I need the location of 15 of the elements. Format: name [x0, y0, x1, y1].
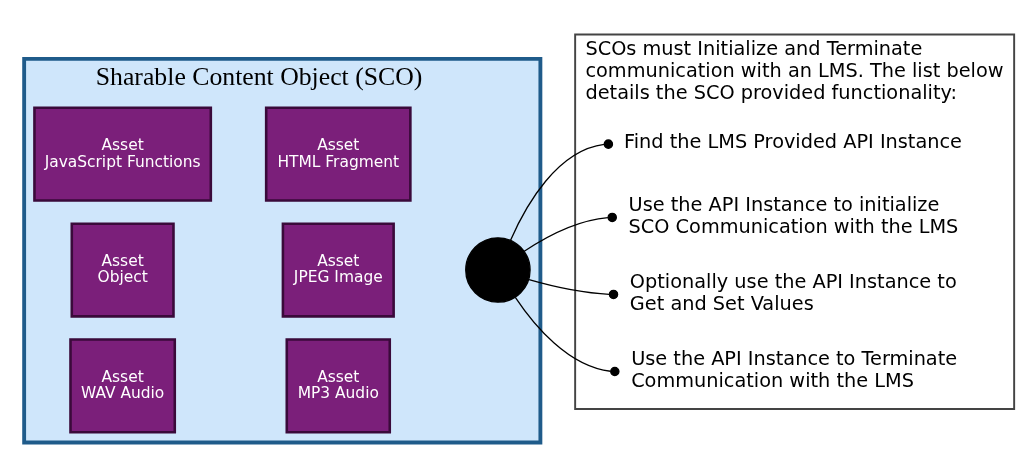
connector: [523, 212, 617, 252]
node-circle: [465, 236, 531, 303]
node-text: Use the API Instance to initialize SCO Communication with the LMS: [628, 192, 959, 238]
node-text: Use the API Instance to Terminate Communication with the LMS: [631, 346, 958, 392]
node-text: Optionally use the API Instance to Get and Set Values: [629, 269, 957, 315]
node-box: Asset Object: [70, 221, 175, 318]
connector: [509, 138, 614, 241]
connector: [514, 296, 620, 376]
node-text: Find the LMS Provided API Instance: [624, 129, 962, 153]
node-box: Asset WAV Audio: [69, 337, 177, 434]
node-box: Asset JavaScript Functions: [33, 106, 213, 202]
node-box: Asset HTML Fragment: [264, 106, 412, 202]
node-box: Asset MP3 Audio: [285, 337, 392, 434]
connector: [528, 278, 619, 299]
node-box: Asset JPEG Image: [281, 221, 395, 318]
